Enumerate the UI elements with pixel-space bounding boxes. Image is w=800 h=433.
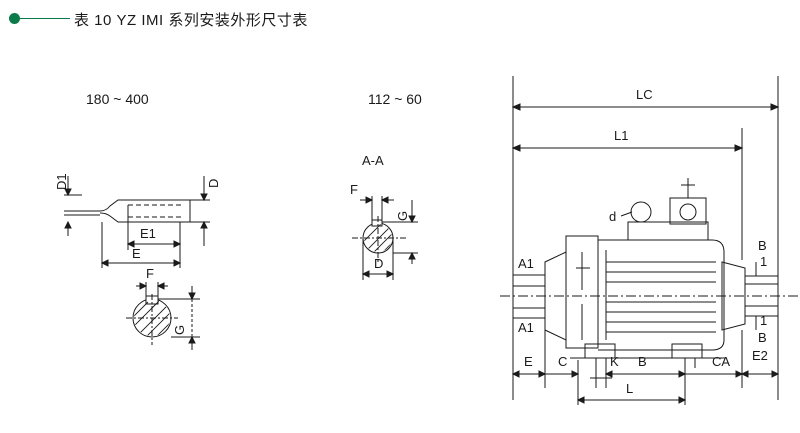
label-E2: E2: [752, 348, 768, 363]
label-A1-top: A1: [518, 256, 534, 271]
label-section: A-A: [362, 153, 384, 168]
motor-side-view: [500, 76, 800, 405]
left-shaft-view: [64, 176, 210, 350]
label-LC: LC: [636, 87, 653, 102]
middle-view-range: 112 ~ 60: [368, 91, 422, 107]
label-G-left: G: [172, 325, 187, 335]
label-d: d: [609, 209, 616, 224]
labels: 180 ~ 400 112 ~ 60 D1 D E1 E F G A-A F G…: [54, 87, 768, 396]
bullet-icon: [9, 13, 20, 24]
page-title: 表 10 YZ IMI 系列安装外形尺寸表: [74, 12, 308, 29]
label-D: D: [206, 179, 221, 188]
left-view-range: 180 ~ 400: [86, 91, 149, 107]
label-D-mid: D: [374, 256, 383, 271]
label-B1-top-1: 1: [760, 254, 767, 269]
middle-section-view: [352, 196, 418, 280]
label-A1-bottom: A1: [518, 320, 534, 335]
label-B1-bot-1: 1: [760, 313, 767, 328]
label-F-left: F: [146, 266, 154, 281]
label-E1: E1: [140, 226, 156, 241]
label-E-motor: E: [524, 354, 533, 369]
label-D1: D1: [54, 173, 69, 190]
label-K: K: [610, 354, 619, 369]
label-L1: L1: [614, 128, 628, 143]
header: 表 10 YZ IMI 系列安装外形尺寸表: [0, 0, 800, 40]
label-B: B: [638, 354, 647, 369]
label-C: C: [558, 354, 567, 369]
label-G-mid: G: [395, 211, 410, 221]
label-L: L: [626, 381, 633, 396]
label-E: E: [132, 246, 141, 261]
label-B1-top-B: B: [758, 238, 767, 253]
header-rule: [20, 18, 70, 19]
label-F-mid: F: [350, 182, 358, 197]
label-B1-bot-B: B: [758, 330, 767, 345]
label-CA: CA: [712, 354, 730, 369]
